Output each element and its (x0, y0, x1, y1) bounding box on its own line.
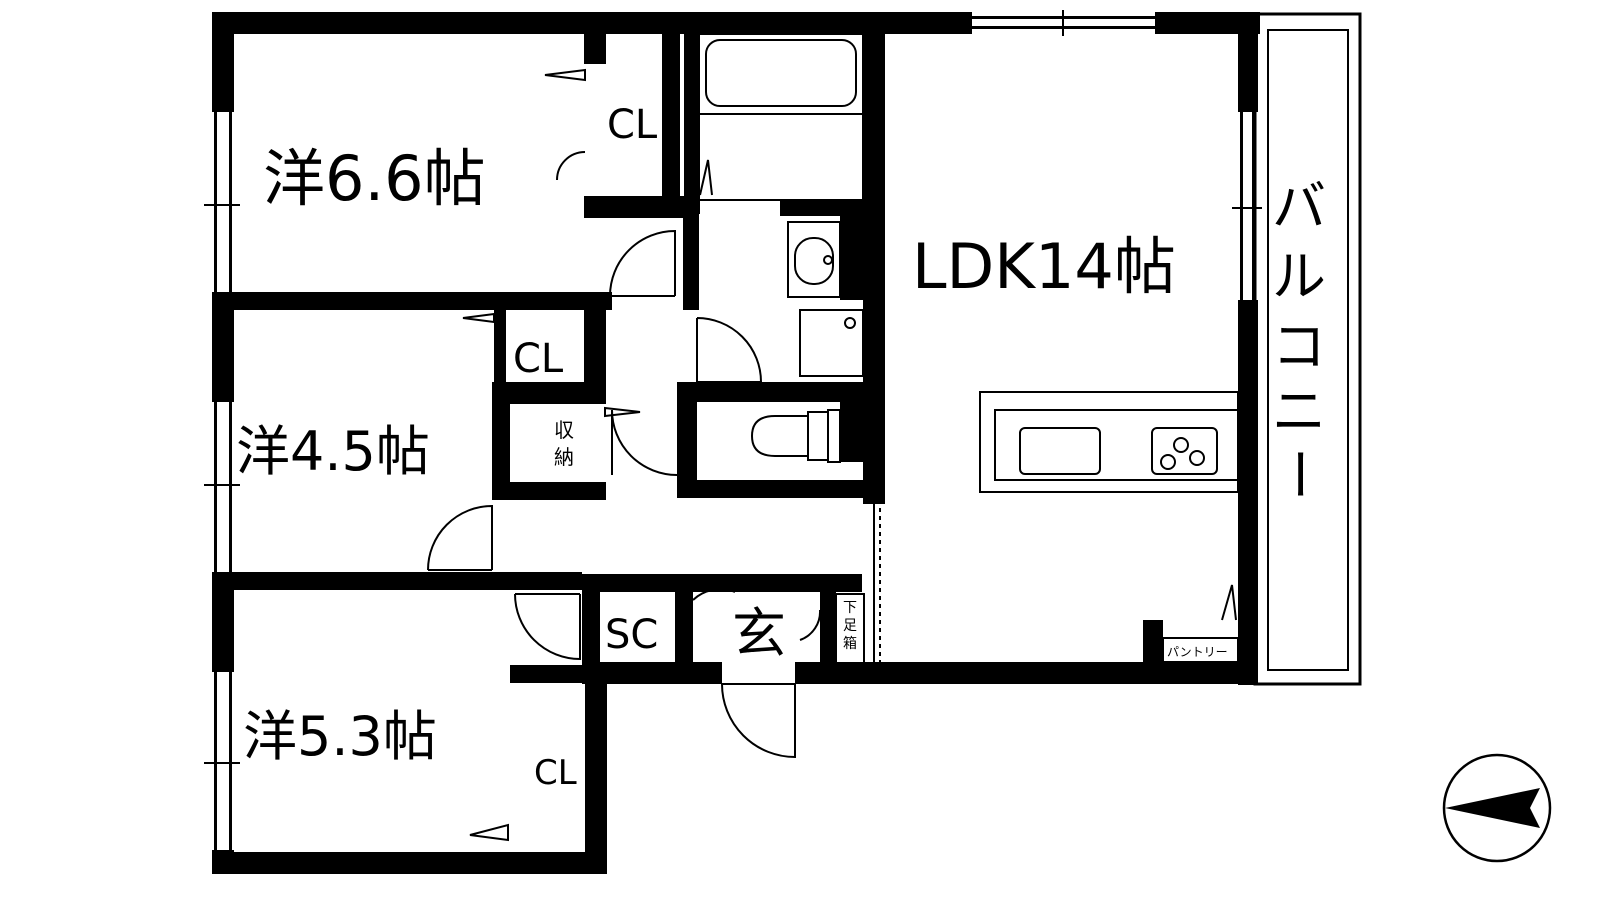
shoe-box-label-1: 下 (843, 600, 857, 616)
balcony-label-3: コ (1272, 315, 1326, 378)
walls (204, 10, 1262, 874)
room-western-1-label: 洋6.6帖 (263, 142, 486, 215)
doors (427, 151, 822, 759)
washbasin (787, 221, 841, 298)
shoe-box-label-3: 箱 (843, 636, 857, 652)
compass-icon (1442, 753, 1552, 863)
washing-machine-space (799, 309, 864, 377)
entrance-label: 玄 (732, 602, 786, 665)
bathtub (697, 33, 864, 201)
door-marks (462, 68, 1237, 842)
closet-2-label: CL (513, 336, 564, 382)
balcony-label-4: ニ (1272, 380, 1326, 443)
storage-label-1: 収 (554, 418, 574, 442)
shoe-box-frame (835, 500, 881, 665)
storage-label-2: 納 (554, 445, 574, 469)
pantry-box (1162, 637, 1239, 663)
closet-1-label: CL (607, 102, 658, 148)
closet-3-label: CL (534, 753, 577, 793)
room-western-3-label: 洋5.3帖 (243, 705, 437, 768)
room-western-2-label: 洋4.5帖 (236, 420, 430, 483)
balcony-label-2: ル (1272, 245, 1326, 308)
shoe-box-label-2: 足 (843, 618, 857, 634)
room-ldk-label: LDK14帖 (912, 230, 1176, 303)
balcony-label-5: ー (1267, 447, 1330, 501)
toilet (750, 409, 841, 463)
balcony-label-1: バ (1272, 175, 1326, 238)
pantry-label: パントリー (1167, 645, 1228, 659)
shoe-closet-label: SC (605, 612, 658, 658)
kitchen-counter (979, 391, 1239, 493)
